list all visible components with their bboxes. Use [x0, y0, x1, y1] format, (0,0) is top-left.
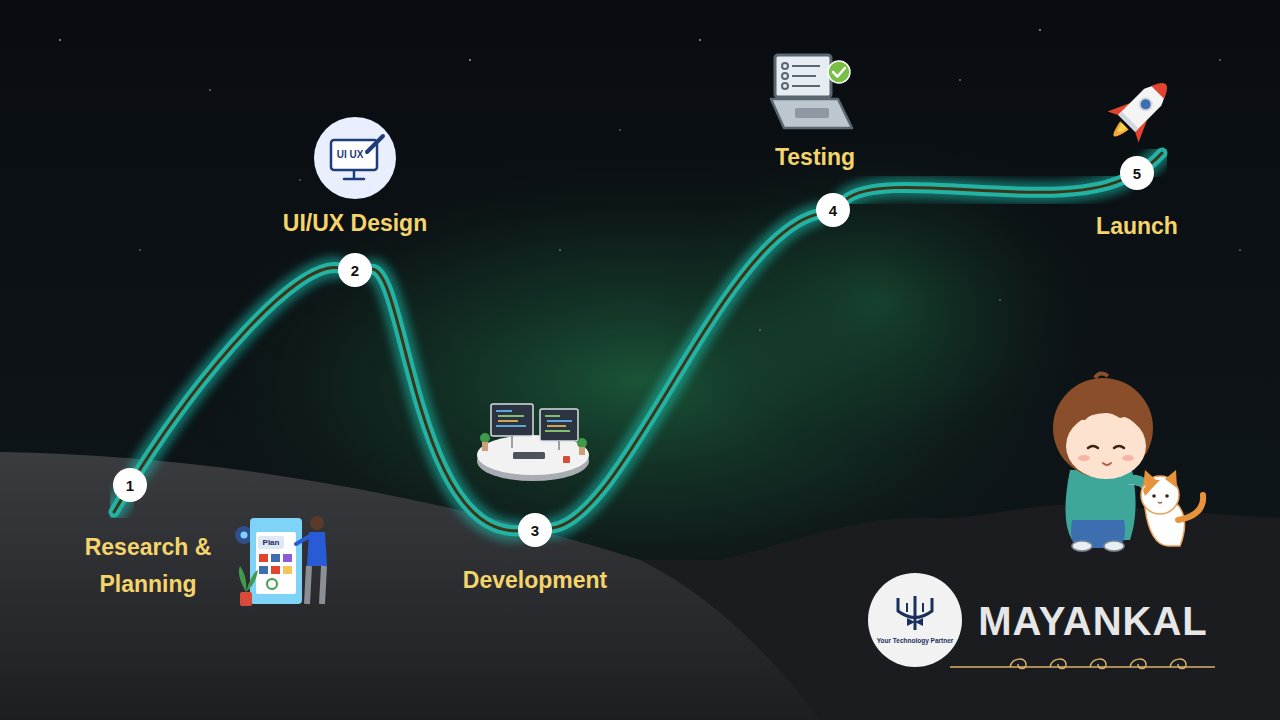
path-connector [552, 214, 817, 528]
step-circle: 2UI/UX Design [338, 253, 372, 287]
step-circle: 1Research & Planning [113, 468, 147, 502]
path-connector [846, 180, 1121, 199]
brand-name: MAYANKAL [978, 598, 1208, 644]
testing-laptop-icon [771, 55, 852, 128]
board-text: Plan [263, 538, 280, 547]
company-logo [868, 573, 962, 667]
path-core [139, 268, 338, 471]
path-band [552, 214, 817, 528]
path-connector [139, 268, 338, 471]
path-band [846, 180, 1121, 199]
path-glow [372, 269, 518, 530]
path-band [372, 269, 518, 530]
path-glow [139, 268, 338, 471]
boy-with-cat-illustration [1053, 373, 1203, 551]
step-label: Research & Planning [73, 529, 223, 603]
snowy-slope [0, 452, 820, 720]
icon-text: UI UX [337, 149, 364, 161]
uiux-icon [314, 117, 396, 199]
planning-board-illustration [235, 516, 327, 606]
step-number: 5 [1133, 166, 1141, 181]
stars [59, 29, 1241, 331]
decorative-swirl [950, 659, 1215, 668]
step-label: UI/UX Design [283, 205, 427, 242]
path-core [552, 214, 817, 528]
step-circle: 3Development [518, 513, 552, 547]
step-label: Testing [775, 139, 855, 176]
path-glow [552, 214, 817, 528]
developer-desk-icon [477, 404, 589, 481]
path-band [139, 268, 338, 471]
step-circle: 5Launch [1120, 156, 1154, 190]
rocket-icon [1098, 69, 1181, 152]
step-number: 2 [351, 263, 359, 278]
step-number: 4 [829, 203, 837, 218]
dark-hills [0, 452, 1280, 720]
step-label: Launch [1096, 208, 1178, 245]
path-core [846, 180, 1121, 199]
step-label: Development [463, 562, 607, 599]
path-glow [846, 180, 1121, 199]
step-number: 3 [531, 523, 539, 538]
path-core [372, 269, 518, 530]
step-circle: 4Testing [816, 193, 850, 227]
step-number: 1 [126, 478, 134, 493]
logo-tagline: Your Technology Partner [877, 637, 954, 644]
path-connector [372, 269, 518, 530]
